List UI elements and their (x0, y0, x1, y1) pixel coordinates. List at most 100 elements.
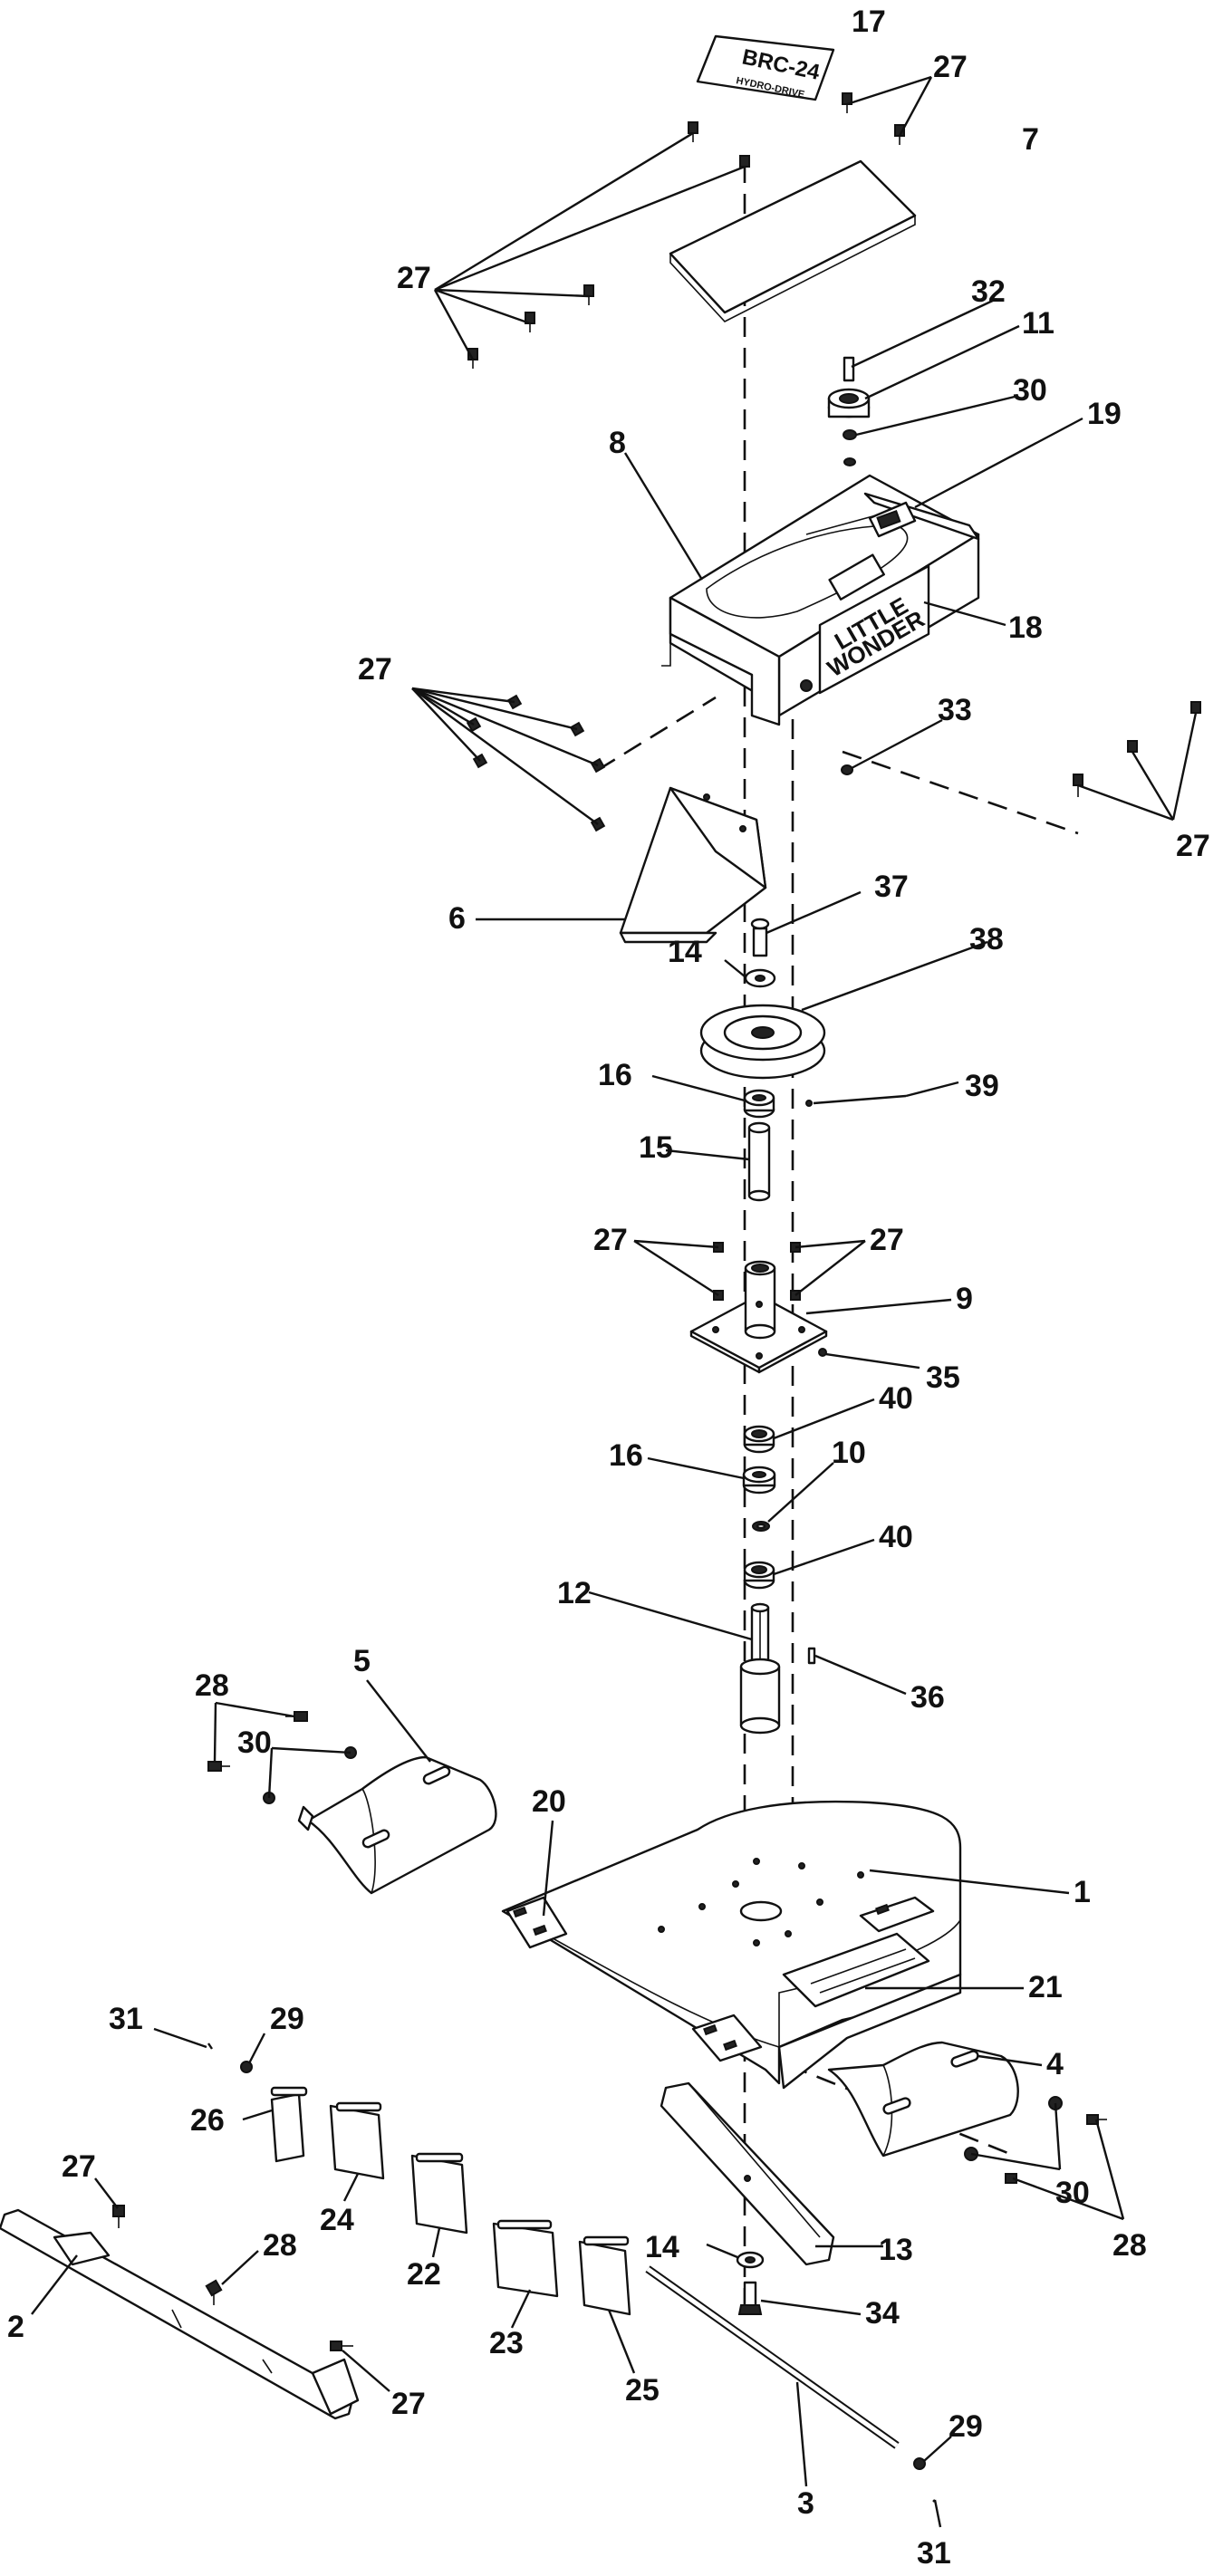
callout-40-upper: 40 (879, 1381, 913, 1416)
pin-part-39 (805, 1081, 959, 1107)
callout-22: 22 (407, 2257, 441, 2292)
pin-part-31-right (933, 2499, 942, 2528)
key-part-36 (807, 1647, 816, 1665)
deflector-part-5 (297, 1755, 497, 1895)
callout-27-mid-right: 27 (870, 1223, 904, 1257)
pin-part-31 (207, 2043, 213, 2050)
decal-part-21 (782, 1896, 935, 2008)
bolt-axis-right (842, 750, 1079, 835)
callout-13: 13 (879, 2233, 913, 2267)
deflector-part-4 (827, 2041, 1019, 2158)
callout-27-bottom-left: 27 (62, 2149, 96, 2184)
callout-16-upper: 16 (598, 1058, 632, 1092)
mower-deck-part-1 (501, 1800, 962, 2090)
callout-9: 9 (956, 1282, 973, 1316)
callout-30-left: 30 (237, 1725, 272, 1760)
callout-10: 10 (832, 1436, 866, 1470)
clip-part-29 (240, 2061, 253, 2073)
bolt-icon (207, 1711, 357, 1804)
callout-27-top-right: 27 (933, 50, 968, 84)
callout-18: 18 (1008, 610, 1043, 645)
callout-12: 12 (557, 1576, 592, 1610)
callout-36: 36 (910, 1680, 945, 1715)
spindle-shaft-part-12 (739, 1602, 781, 1735)
bearing-part-16 (743, 1089, 775, 1119)
callout-37: 37 (874, 870, 909, 904)
callout-31-right: 31 (917, 2536, 951, 2571)
flap-part-23 (492, 2219, 559, 2298)
bolt-icon (466, 694, 606, 832)
callout-34: 34 (865, 2296, 900, 2331)
callout-21: 21 (1028, 1970, 1063, 2004)
callout-28-left: 28 (195, 1668, 229, 1703)
callout-3: 3 (797, 2486, 814, 2521)
flap-part-24 (329, 2101, 385, 2180)
callout-8: 8 (609, 426, 626, 460)
callout-14-lower: 14 (645, 2230, 679, 2264)
bolt-axis-deflector (787, 2063, 1016, 2158)
flap-part-25 (578, 2235, 631, 2316)
callout-23: 23 (489, 2326, 524, 2360)
callout-14-upper: 14 (668, 935, 702, 969)
callout-30-right: 30 (1055, 2176, 1090, 2210)
callout-28-mid: 28 (263, 2228, 297, 2263)
bolt-icon (112, 2205, 353, 2351)
decal-part-20 (506, 1896, 763, 2062)
belt-shield-part-6 (619, 786, 767, 944)
decal-part-19 (868, 501, 917, 538)
blade-part-13 (660, 2081, 835, 2266)
callout-20: 20 (532, 1784, 566, 1819)
mounting-rail-part-2 (0, 2208, 360, 2420)
callout-19: 19 (1087, 397, 1122, 431)
spacer-part-40 (743, 1425, 775, 1454)
nut-part-35 (818, 1348, 827, 1357)
callout-11: 11 (1022, 306, 1054, 341)
callout-30-top: 30 (1013, 373, 1047, 408)
callout-29-right: 29 (949, 2409, 983, 2444)
callout-6: 6 (448, 901, 466, 936)
bearing-plate-part-9 (689, 1260, 828, 1374)
callout-2: 2 (7, 2310, 24, 2344)
spacer-part-15 (747, 1121, 771, 1202)
callout-17: 17 (852, 5, 886, 39)
callout-27-top-left: 27 (397, 261, 431, 295)
callout-31-left: 31 (109, 2002, 143, 2036)
spacer-part-40-lower (743, 1561, 775, 1590)
callout-5: 5 (353, 1644, 371, 1678)
washer-part-30 (843, 429, 857, 440)
callout-27-left: 27 (358, 652, 392, 687)
callout-40-lower: 40 (879, 1520, 913, 1554)
bearing-part-16-lower (742, 1466, 776, 1495)
screw-part-32 (843, 356, 855, 382)
pulley-part-38 (699, 1004, 826, 1080)
callout-25: 25 (625, 2373, 660, 2408)
callout-29-left: 29 (270, 2002, 304, 2036)
bearing-part-11 (827, 388, 871, 418)
callout-35: 35 (926, 1360, 960, 1395)
flap-part-22 (410, 2152, 468, 2235)
decal-part-17: BRC-24 HYDRO-DRIVE (696, 34, 835, 101)
callout-33: 33 (938, 693, 972, 727)
callout-28-right: 28 (1112, 2228, 1147, 2263)
callout-27-right: 27 (1176, 829, 1210, 863)
callout-27-bottom: 27 (391, 2387, 426, 2421)
callout-24: 24 (320, 2203, 354, 2237)
callout-26: 26 (190, 2103, 225, 2138)
bolt-part-37 (752, 927, 768, 957)
callout-1: 1 (1074, 1875, 1091, 1909)
bolt-axis-left (597, 696, 717, 772)
cover-plate-part-7 (669, 159, 917, 314)
callout-labels: 17 27 7 27 32 11 30 19 8 18 27 33 27 37 … (7, 5, 1210, 2571)
nut-part-33 (841, 764, 853, 775)
flap-part-26 (270, 2086, 308, 2163)
callout-15: 15 (639, 1130, 673, 1165)
clip-part-29-right (913, 2457, 926, 2470)
callout-4: 4 (1046, 2047, 1064, 2081)
rod-part-3 (645, 2265, 900, 2449)
bolt-part-34 (737, 2281, 763, 2315)
callout-32: 32 (971, 274, 1006, 309)
callout-7: 7 (1022, 122, 1039, 157)
callout-39: 39 (965, 1069, 999, 1103)
